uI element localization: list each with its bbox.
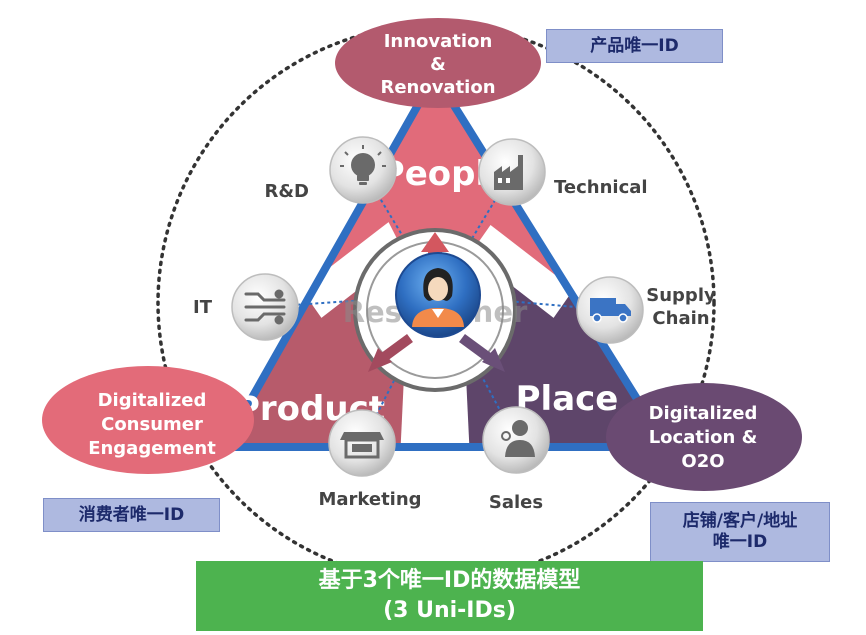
svg-text:Renovation: Renovation bbox=[380, 77, 495, 98]
innovation-ellipse: Innovation & Renovation bbox=[335, 18, 541, 108]
svg-text:Engagement: Engagement bbox=[88, 438, 216, 459]
location-id-line1: 店铺/客户/地址 bbox=[682, 511, 798, 531]
node-label-marketing: Marketing bbox=[318, 489, 421, 510]
circuit-icon bbox=[244, 289, 286, 325]
location-id-line2: 唯一ID bbox=[712, 532, 768, 552]
node-label-supply: Supply bbox=[646, 285, 716, 306]
svg-text:Consumer: Consumer bbox=[101, 414, 203, 435]
svg-text:Location &: Location & bbox=[649, 427, 758, 448]
node-label-technical: Technical bbox=[554, 177, 648, 198]
svg-text:&: & bbox=[430, 54, 446, 75]
node-rd bbox=[329, 136, 397, 204]
person-icon bbox=[395, 252, 481, 338]
triangle-frame bbox=[220, 71, 671, 451]
svg-text:Digitalized: Digitalized bbox=[98, 390, 207, 411]
node-sales bbox=[482, 406, 550, 474]
location-id-box: 店铺/客户/地址 唯一ID bbox=[650, 502, 830, 562]
node-label-chain: Chain bbox=[652, 308, 709, 329]
node-supply-chain bbox=[576, 276, 644, 344]
node-technical bbox=[478, 138, 546, 206]
truck-icon bbox=[590, 298, 631, 323]
node-label-it: IT bbox=[193, 297, 213, 318]
footer-subtitle: (3 Uni-IDs) bbox=[383, 598, 516, 623]
lightbulb-icon bbox=[340, 145, 386, 185]
node-marketing bbox=[328, 409, 396, 477]
footer-banner: 基于3个唯一ID的数据模型 (3 Uni-IDs) bbox=[196, 561, 703, 631]
node-label-rd: R&D bbox=[265, 181, 310, 202]
outer-dotted-circle bbox=[156, 23, 716, 583]
product-id-box: 产品唯一ID bbox=[546, 29, 723, 63]
node-label-sales: Sales bbox=[489, 492, 543, 513]
factory-icon bbox=[494, 155, 523, 190]
svg-text:Innovation: Innovation bbox=[384, 31, 493, 52]
consumer-id-box: 消费者唯一ID bbox=[43, 498, 220, 532]
footer-title: 基于3个唯一ID的数据模型 bbox=[318, 568, 581, 593]
svg-text:O2O: O2O bbox=[681, 451, 724, 472]
location-ellipse: Digitalized Location & O2O bbox=[606, 383, 802, 491]
node-it bbox=[231, 273, 299, 341]
storefront-icon bbox=[340, 432, 384, 459]
consumer-ellipse: Digitalized Consumer Engagement bbox=[42, 366, 254, 474]
salesperson-icon bbox=[501, 420, 535, 457]
svg-text:Digitalized: Digitalized bbox=[649, 403, 758, 424]
